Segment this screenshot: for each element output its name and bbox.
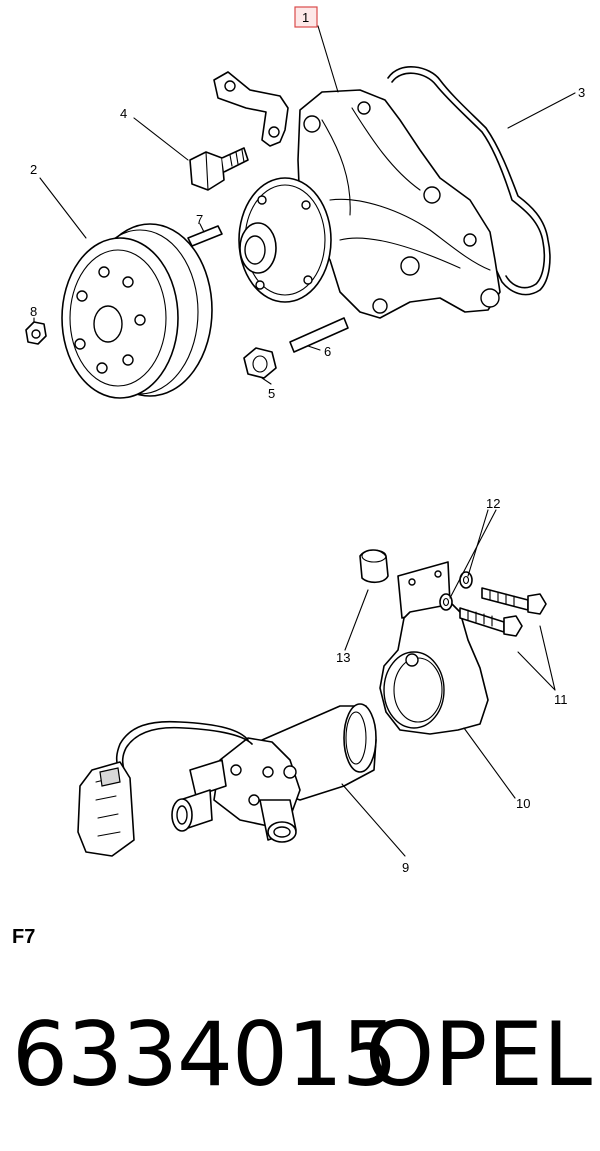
callout-11: 11 [554,692,568,707]
electric-aux-pump-part [171,703,377,843]
mounting-bracket-part [379,561,489,735]
pump-wiring-connector [77,720,253,857]
nut-part-8 [25,321,47,345]
diagram-label: F7 [12,926,36,948]
brand-name: OPEL [365,1003,592,1106]
callout-8: 8 [30,304,37,319]
bottom-leader-lines [341,509,556,857]
top-leader-lines [33,25,576,385]
callout-1: 1 [302,10,309,25]
callout-7: 7 [196,212,203,227]
callout-4: 4 [120,106,127,121]
pump-mount-bracket [213,71,289,147]
nut-part-5 [243,347,277,379]
stud-pin-7 [187,225,223,247]
callout-3: 3 [578,85,585,100]
stud-pin-6 [289,317,349,353]
pulley-part [61,223,213,399]
part-number: 6334015 [12,1003,398,1106]
callout-9: 9 [402,860,409,875]
callout-1-highlight [294,6,318,28]
hex-bolt-part [189,147,249,191]
washer-parts [439,571,473,611]
exploded-parts-diagram: 1 2 3 4 5 6 7 8 [25,6,585,875]
gasket-part [387,66,551,296]
water-pump-body [238,89,501,319]
callout-2: 2 [30,162,37,177]
callout-5: 5 [268,386,275,401]
callout-12: 12 [486,496,500,511]
callout-10: 10 [516,796,530,811]
callout-6: 6 [324,344,331,359]
bracket-bolts-part [459,587,547,637]
footer: 6334015 OPEL [12,1000,592,1110]
rubber-grommet-part [359,549,389,584]
callout-13: 13 [336,650,350,665]
